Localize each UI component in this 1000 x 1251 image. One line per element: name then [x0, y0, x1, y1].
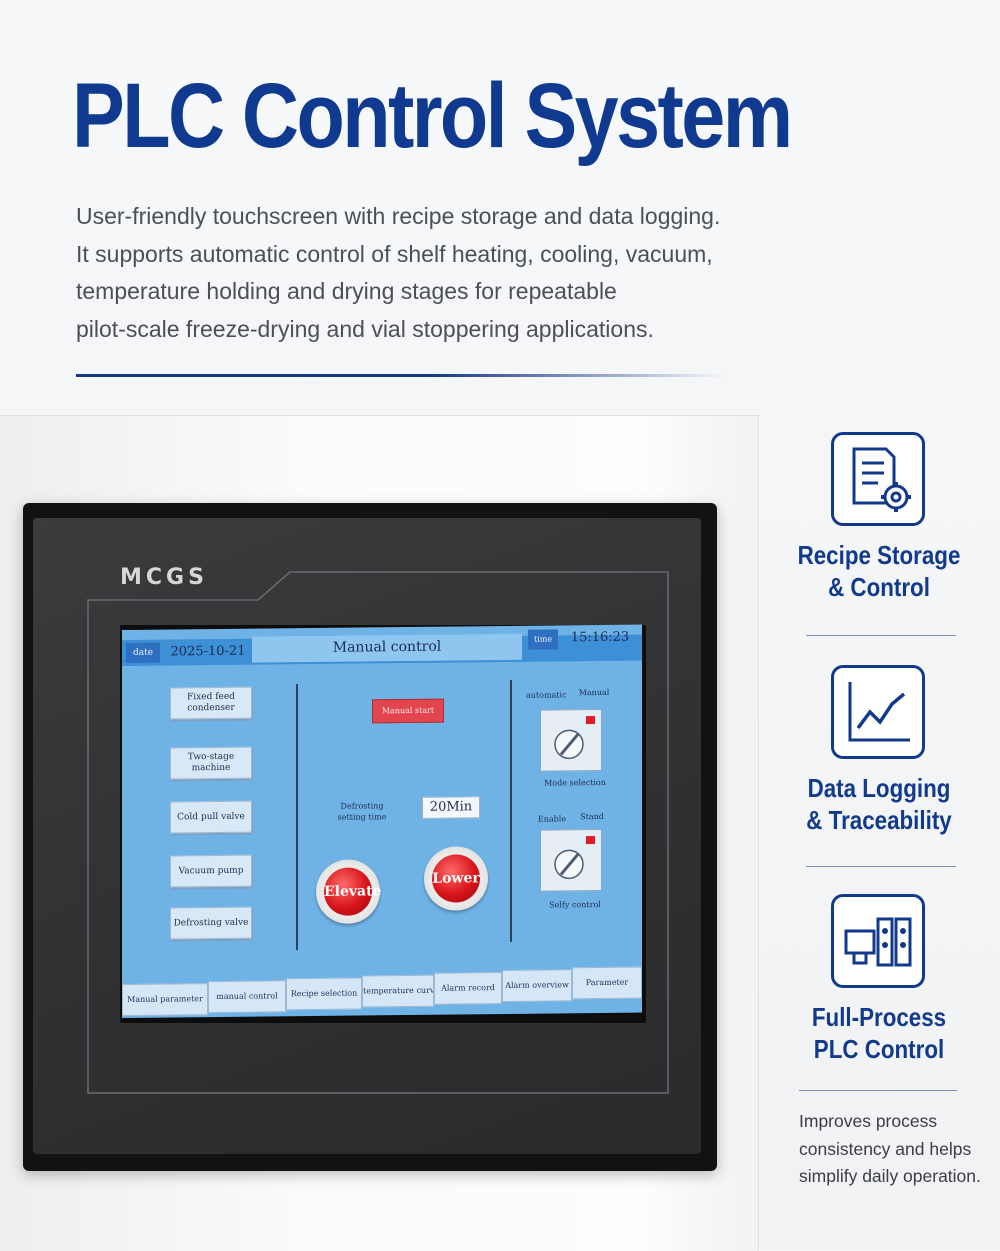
- feature-title: Data Logging: [807, 773, 951, 803]
- brand-logo: MCGS: [120, 565, 208, 590]
- tab-manual-control[interactable]: manual control: [208, 980, 286, 1014]
- selfy-control-caption: Selfy control: [549, 899, 601, 910]
- feature-title: Full-Process: [811, 1002, 947, 1032]
- lower-button[interactable]: Lower: [424, 846, 488, 911]
- knob-icon: [554, 729, 584, 760]
- cold-pull-valve-button[interactable]: Cold pull valve: [170, 800, 252, 834]
- description-line: User-friendly touchscreen with recipe st…: [76, 203, 721, 229]
- mode-manual-label: Manual: [578, 687, 610, 698]
- selfy-stand-label: Stand: [580, 811, 604, 822]
- page-title: PLC Control System: [72, 65, 793, 167]
- description-line: pilot-scale freeze-drying and vial stopp…: [76, 315, 654, 342]
- date-label: date: [126, 642, 160, 663]
- manual-start-button[interactable]: Manual start: [372, 698, 444, 724]
- defrost-time-input[interactable]: 20Min: [422, 796, 480, 819]
- footer-line: Improves process: [799, 1111, 938, 1131]
- date-value: 2025-10-21: [170, 643, 246, 660]
- elevate-label: Elevate: [324, 867, 381, 916]
- elevate-button[interactable]: Elevate: [316, 859, 381, 924]
- feature-title: Recipe Storage: [797, 540, 961, 570]
- feature-divider: [806, 635, 956, 636]
- feature-divider: [806, 866, 956, 867]
- feature-subtitle: PLC Control: [813, 1034, 945, 1064]
- selfy-control-switch[interactable]: [540, 828, 602, 892]
- screen-title: Manual control: [252, 633, 522, 663]
- mode-indicator: [586, 716, 595, 725]
- selfy-enable-label: Enable: [537, 814, 567, 824]
- description: User-friendly touchscreen with recipe st…: [76, 198, 796, 348]
- feature-plc-control: Full-Process PLC Control: [776, 1001, 982, 1065]
- column-divider: [510, 679, 512, 942]
- mode-selection-caption: Mode selection: [544, 777, 606, 788]
- feature-data-logging: Data Logging & Traceability: [776, 772, 982, 836]
- defrosting-valve-button[interactable]: Defrosting valve: [170, 906, 252, 940]
- time-label: time: [528, 629, 558, 650]
- time-value: 15:16:23: [570, 629, 630, 646]
- footer-note: Improves process consistency and helps s…: [799, 1108, 999, 1191]
- vacuum-pump-button[interactable]: Vacuum pump: [170, 854, 252, 888]
- lower-label: Lower: [432, 854, 480, 903]
- header-divider: [76, 374, 726, 377]
- tab-parameter[interactable]: Parameter: [572, 966, 642, 1000]
- tab-alarm-overview[interactable]: Alarm overview: [502, 969, 572, 1003]
- tab-manual-parameter[interactable]: Manual parameter: [122, 983, 208, 1016]
- description-line: It supports automatic control of shelf h…: [76, 240, 713, 267]
- plc-computer-icon: [831, 894, 925, 988]
- feature-subtitle: & Traceability: [806, 805, 952, 835]
- fixed-feed-condenser-button[interactable]: Fixed feed condenser: [170, 686, 252, 720]
- footer-line: simplify daily operation.: [799, 1166, 981, 1186]
- tab-temperature-curve[interactable]: temperature curve: [362, 974, 434, 1008]
- footer-line: consistency and helps: [799, 1138, 972, 1159]
- tab-recipe-selection[interactable]: Recipe selection: [286, 977, 362, 1011]
- defrost-setting-label: Defrosting setting time: [337, 801, 387, 822]
- tab-alarm-record[interactable]: Alarm record: [434, 972, 502, 1005]
- touchscreen: date 2025-10-21 Manual control time 15:1…: [122, 624, 642, 1018]
- recipe-document-gear-icon: [831, 432, 925, 526]
- mode-selector-switch[interactable]: [540, 708, 602, 772]
- selfy-indicator: [586, 836, 595, 845]
- description-line: temperature holding and drying stages fo…: [76, 278, 617, 304]
- knob-icon: [554, 849, 584, 880]
- mode-automatic-label: automatic: [526, 690, 567, 700]
- line-chart-icon: [831, 665, 925, 759]
- screen-tab-bar: Manual parameter manual control Recipe s…: [122, 966, 642, 1018]
- column-divider: [296, 684, 298, 951]
- two-stage-machine-button[interactable]: Two-stage machine: [170, 746, 252, 780]
- feature-subtitle: & Control: [828, 572, 930, 602]
- feature-recipe-storage: Recipe Storage & Control: [776, 539, 982, 603]
- feature-divider: [799, 1090, 957, 1091]
